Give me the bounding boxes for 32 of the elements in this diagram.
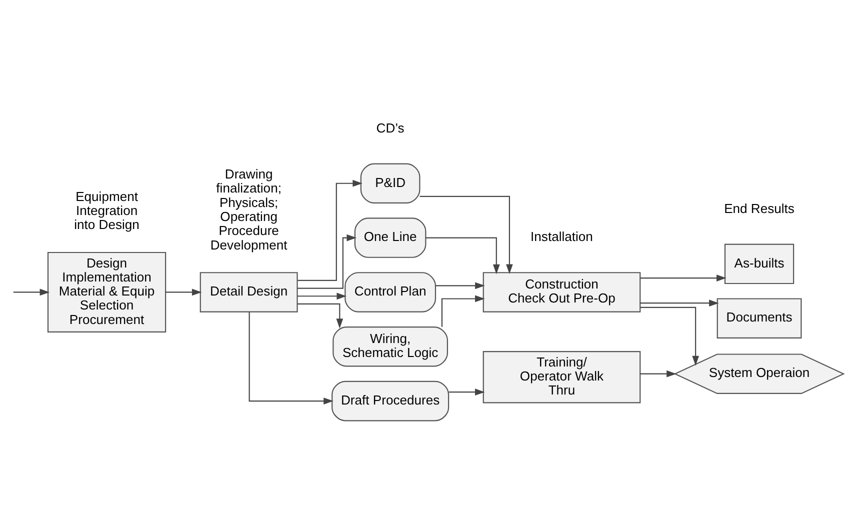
node-box: Detail Design: [200, 272, 298, 312]
arrow: [13, 288, 50, 296]
arrow: [248, 312, 334, 404]
arrow: [640, 299, 719, 306]
arrow: [436, 282, 485, 289]
arrow: [166, 288, 202, 296]
node-box: As-builts: [724, 243, 794, 284]
label: Installation: [530, 228, 593, 244]
node-box: Draft Procedures: [332, 380, 450, 421]
arrow: [640, 306, 700, 366]
arrow: [298, 234, 357, 288]
label: Drawing finalization; Physicals; Operating Procedure Development: [210, 166, 288, 252]
label: End Results: [724, 200, 794, 216]
arrow: [298, 179, 362, 280]
label: CD’s: [376, 120, 404, 135]
node-box: One Line: [354, 217, 426, 258]
node-box: Design Implementation Material & Equip Selection Procurement: [47, 251, 166, 332]
node-box: Wiring, Schematic Logic: [332, 326, 448, 366]
arrow: [297, 302, 344, 328]
arrow: [420, 195, 513, 274]
node-box: Documents: [716, 298, 802, 338]
arrow: [441, 294, 485, 326]
node-box: P&ID: [360, 162, 420, 203]
arrow: [640, 274, 726, 281]
arrow: [448, 388, 485, 395]
label: Equipment Integration into Design: [74, 188, 140, 232]
node-box: Construction Check Out Pre-Op: [482, 272, 641, 312]
node-box: Training/ Operator Walk Thru: [482, 350, 641, 403]
node-box: Control Plan: [344, 272, 436, 312]
arrow: [426, 236, 500, 274]
arrow: [640, 370, 676, 377]
arrow: [298, 292, 347, 300]
